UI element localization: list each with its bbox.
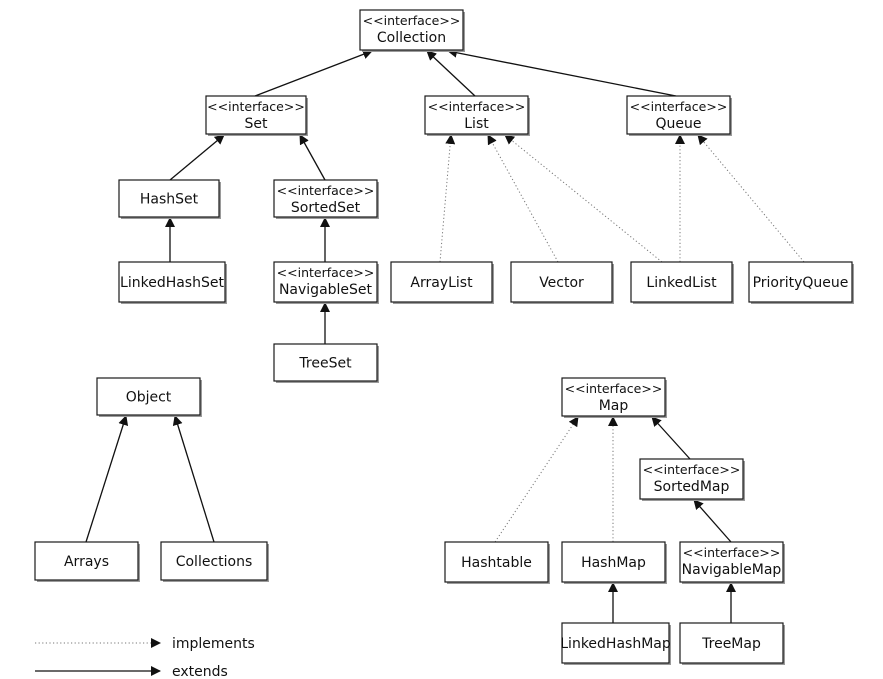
node-box xyxy=(444,541,549,583)
node-name: HashSet xyxy=(140,192,199,208)
node-stereotype: <<interface>> xyxy=(630,99,728,114)
node-stereotype: <<interface>> xyxy=(428,99,526,114)
edge-implements-linkedlist-to-list xyxy=(504,134,663,263)
node-priorityqueue: PriorityQueue xyxy=(748,261,854,304)
node-collection: <<interface>> Collection xyxy=(359,9,465,52)
edge-extends-list-to-collection xyxy=(426,50,476,97)
node-name: Object xyxy=(126,390,172,406)
edge-implements-hashtable-to-map xyxy=(494,416,579,543)
node-stereotype: <<interface>> xyxy=(683,545,781,560)
node-box xyxy=(390,261,493,303)
edge-implements-arraylist-to-list xyxy=(439,134,456,263)
node-box xyxy=(160,541,268,581)
node-box xyxy=(639,458,744,500)
node-object: Object xyxy=(96,377,202,417)
node-collections: Collections xyxy=(160,541,269,582)
node-name: NavigableMap xyxy=(682,562,782,578)
node-name: Collections xyxy=(176,554,253,570)
node-box xyxy=(630,261,733,303)
edge-implements-priorityqueue-to-queue xyxy=(697,134,805,263)
node-box xyxy=(561,377,666,417)
edge-extends-sortedmap-to-map xyxy=(651,416,691,460)
node-box xyxy=(118,179,220,218)
node-stereotype: <<interface>> xyxy=(207,99,305,114)
node-set: <<interface>> Set xyxy=(205,95,308,136)
node-name: SortedSet xyxy=(291,200,361,216)
node-arrays: Arrays xyxy=(34,541,140,582)
node-box xyxy=(679,541,784,583)
node-box xyxy=(748,261,853,303)
edge-extends-arrays-to-object xyxy=(85,415,129,543)
node-stereotype: <<interface>> xyxy=(565,381,663,396)
node-stereotype: <<interface>> xyxy=(363,13,461,28)
node-linkedhashmap: LinkedHashMap xyxy=(560,622,671,665)
node-name: Hashtable xyxy=(461,555,532,571)
edge-implements-vector-to-list xyxy=(487,134,559,263)
node-name: Vector xyxy=(539,275,584,291)
node-layer: <<interface>>Collection<<interface>>Set<… xyxy=(34,9,854,665)
node-queue: <<interface>> Queue xyxy=(626,95,732,136)
edge-extends-set-to-collection xyxy=(254,49,373,97)
node-stereotype: <<interface>> xyxy=(277,265,375,280)
edge-extends-sortedset-to-set xyxy=(299,134,326,181)
node-sortedset: <<interface>> SortedSet xyxy=(273,179,379,219)
node-name: Map xyxy=(599,398,629,414)
node-name: Collection xyxy=(377,30,446,46)
node-name: LinkedHashSet xyxy=(120,275,224,291)
node-box xyxy=(679,622,784,664)
node-hashset: HashSet xyxy=(118,179,221,219)
node-box xyxy=(205,95,307,135)
node-box xyxy=(510,261,613,303)
node-box xyxy=(359,9,464,51)
node-name: SortedMap xyxy=(654,479,730,495)
node-box xyxy=(273,261,378,303)
node-box xyxy=(96,377,201,416)
node-name: NavigableSet xyxy=(279,282,373,298)
node-stereotype: <<interface>> xyxy=(277,183,375,198)
node-map: <<interface>> Map xyxy=(561,377,667,418)
node-name: Queue xyxy=(656,116,702,132)
node-box xyxy=(424,95,529,135)
node-box xyxy=(34,541,139,581)
node-name: TreeMap xyxy=(701,636,761,652)
node-name: TreeSet xyxy=(298,356,352,372)
node-name: Arrays xyxy=(64,554,109,570)
node-box xyxy=(273,343,378,382)
node-box xyxy=(626,95,731,135)
node-arraylist: ArrayList xyxy=(390,261,494,304)
node-hashmap: HashMap xyxy=(561,541,667,584)
legend: implements extends xyxy=(35,636,255,679)
node-linkedlist: LinkedList xyxy=(630,261,734,304)
node-list: <<interface>> List xyxy=(424,95,530,136)
node-stereotype: <<interface>> xyxy=(643,462,741,477)
node-treeset: TreeSet xyxy=(273,343,379,383)
node-hashtable: Hashtable xyxy=(444,541,550,584)
edge-layer xyxy=(85,47,805,623)
legend-extends-label: extends xyxy=(172,664,228,679)
node-box xyxy=(561,622,670,664)
node-linkedhashset: LinkedHashSet xyxy=(118,261,227,304)
node-name: PriorityQueue xyxy=(753,275,849,291)
node-vector: Vector xyxy=(510,261,614,304)
node-name: ArrayList xyxy=(410,275,473,291)
legend-implements-label: implements xyxy=(172,636,255,652)
node-name: Set xyxy=(245,116,269,132)
node-sortedmap: <<interface>> SortedMap xyxy=(639,458,745,501)
node-name: LinkedList xyxy=(646,275,717,291)
edge-extends-hashset-to-set xyxy=(169,134,225,181)
node-treemap: TreeMap xyxy=(679,622,785,665)
node-box xyxy=(561,541,666,583)
node-navigableset: <<interface>> NavigableSet xyxy=(273,261,379,304)
node-name: HashMap xyxy=(581,555,646,571)
node-name: LinkedHashMap xyxy=(560,636,671,652)
node-navigablemap: <<interface>> NavigableMap xyxy=(679,541,785,584)
edge-extends-navigablemap-to-sortedmap xyxy=(693,499,732,543)
node-name: List xyxy=(464,116,489,132)
edge-extends-collections-to-object xyxy=(172,415,215,543)
edge-extends-queue-to-collection xyxy=(447,47,677,97)
node-box xyxy=(273,179,378,218)
node-box xyxy=(118,261,226,303)
